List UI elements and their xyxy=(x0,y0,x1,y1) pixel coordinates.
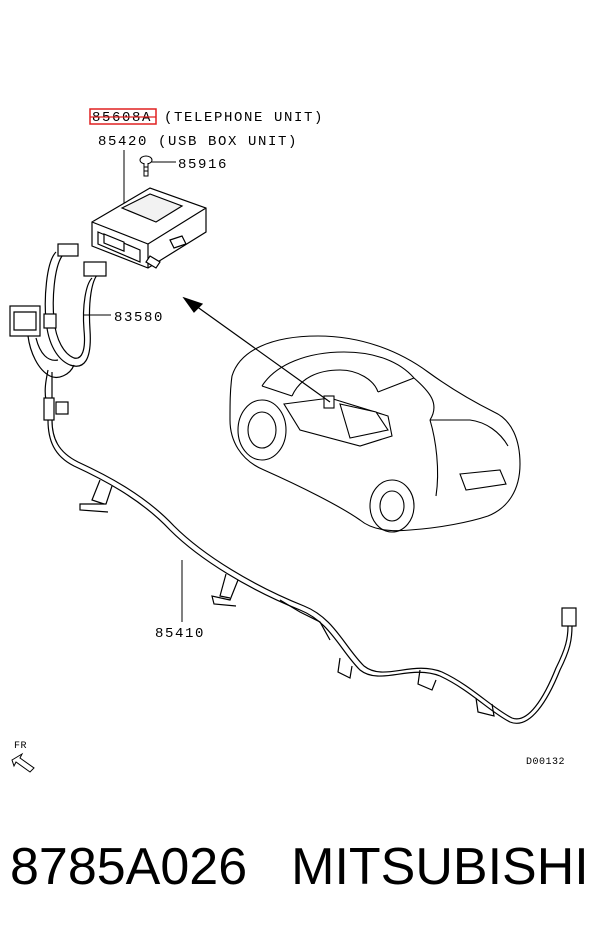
location-arrow xyxy=(182,296,331,403)
usb-box-unit xyxy=(91,187,207,269)
vehicle-outline xyxy=(229,335,521,533)
telephone-unit-desc: (TELEPHONE UNIT) xyxy=(164,110,324,126)
usb-box-label: 85420 (USB BOX UNIT) xyxy=(98,134,298,150)
part-number: 8785A026 xyxy=(10,838,248,896)
bolt-part-number[interactable]: 85916 xyxy=(178,157,228,173)
telephone-part-number[interactable]: 85608A xyxy=(92,110,152,126)
telephone-unit-label: 85608A (TELEPHONE UNIT) xyxy=(89,108,324,126)
upper-harness xyxy=(9,243,107,421)
front-indicator: FR xyxy=(11,741,35,773)
usb-box-desc: (USB BOX UNIT) xyxy=(158,134,298,150)
lower-harness xyxy=(47,419,577,724)
brand-name: MITSUBISHI xyxy=(291,838,589,896)
diagram-id: D00132 xyxy=(526,757,565,768)
front-label: FR xyxy=(14,741,27,752)
arrow-icon xyxy=(11,752,35,773)
leader-lines xyxy=(84,150,183,622)
harness-upper-part-number[interactable]: 83580 xyxy=(114,310,164,326)
product-caption: 8785A026 MITSUBISHI xyxy=(0,832,600,902)
usb-part-number[interactable]: 85420 xyxy=(98,134,148,150)
harness-lower-part-number[interactable]: 85410 xyxy=(155,626,205,642)
parts-diagram: 85608A (TELEPHONE UNIT) 85420 (USB BOX U… xyxy=(9,108,577,773)
bolt-icon xyxy=(139,155,153,177)
